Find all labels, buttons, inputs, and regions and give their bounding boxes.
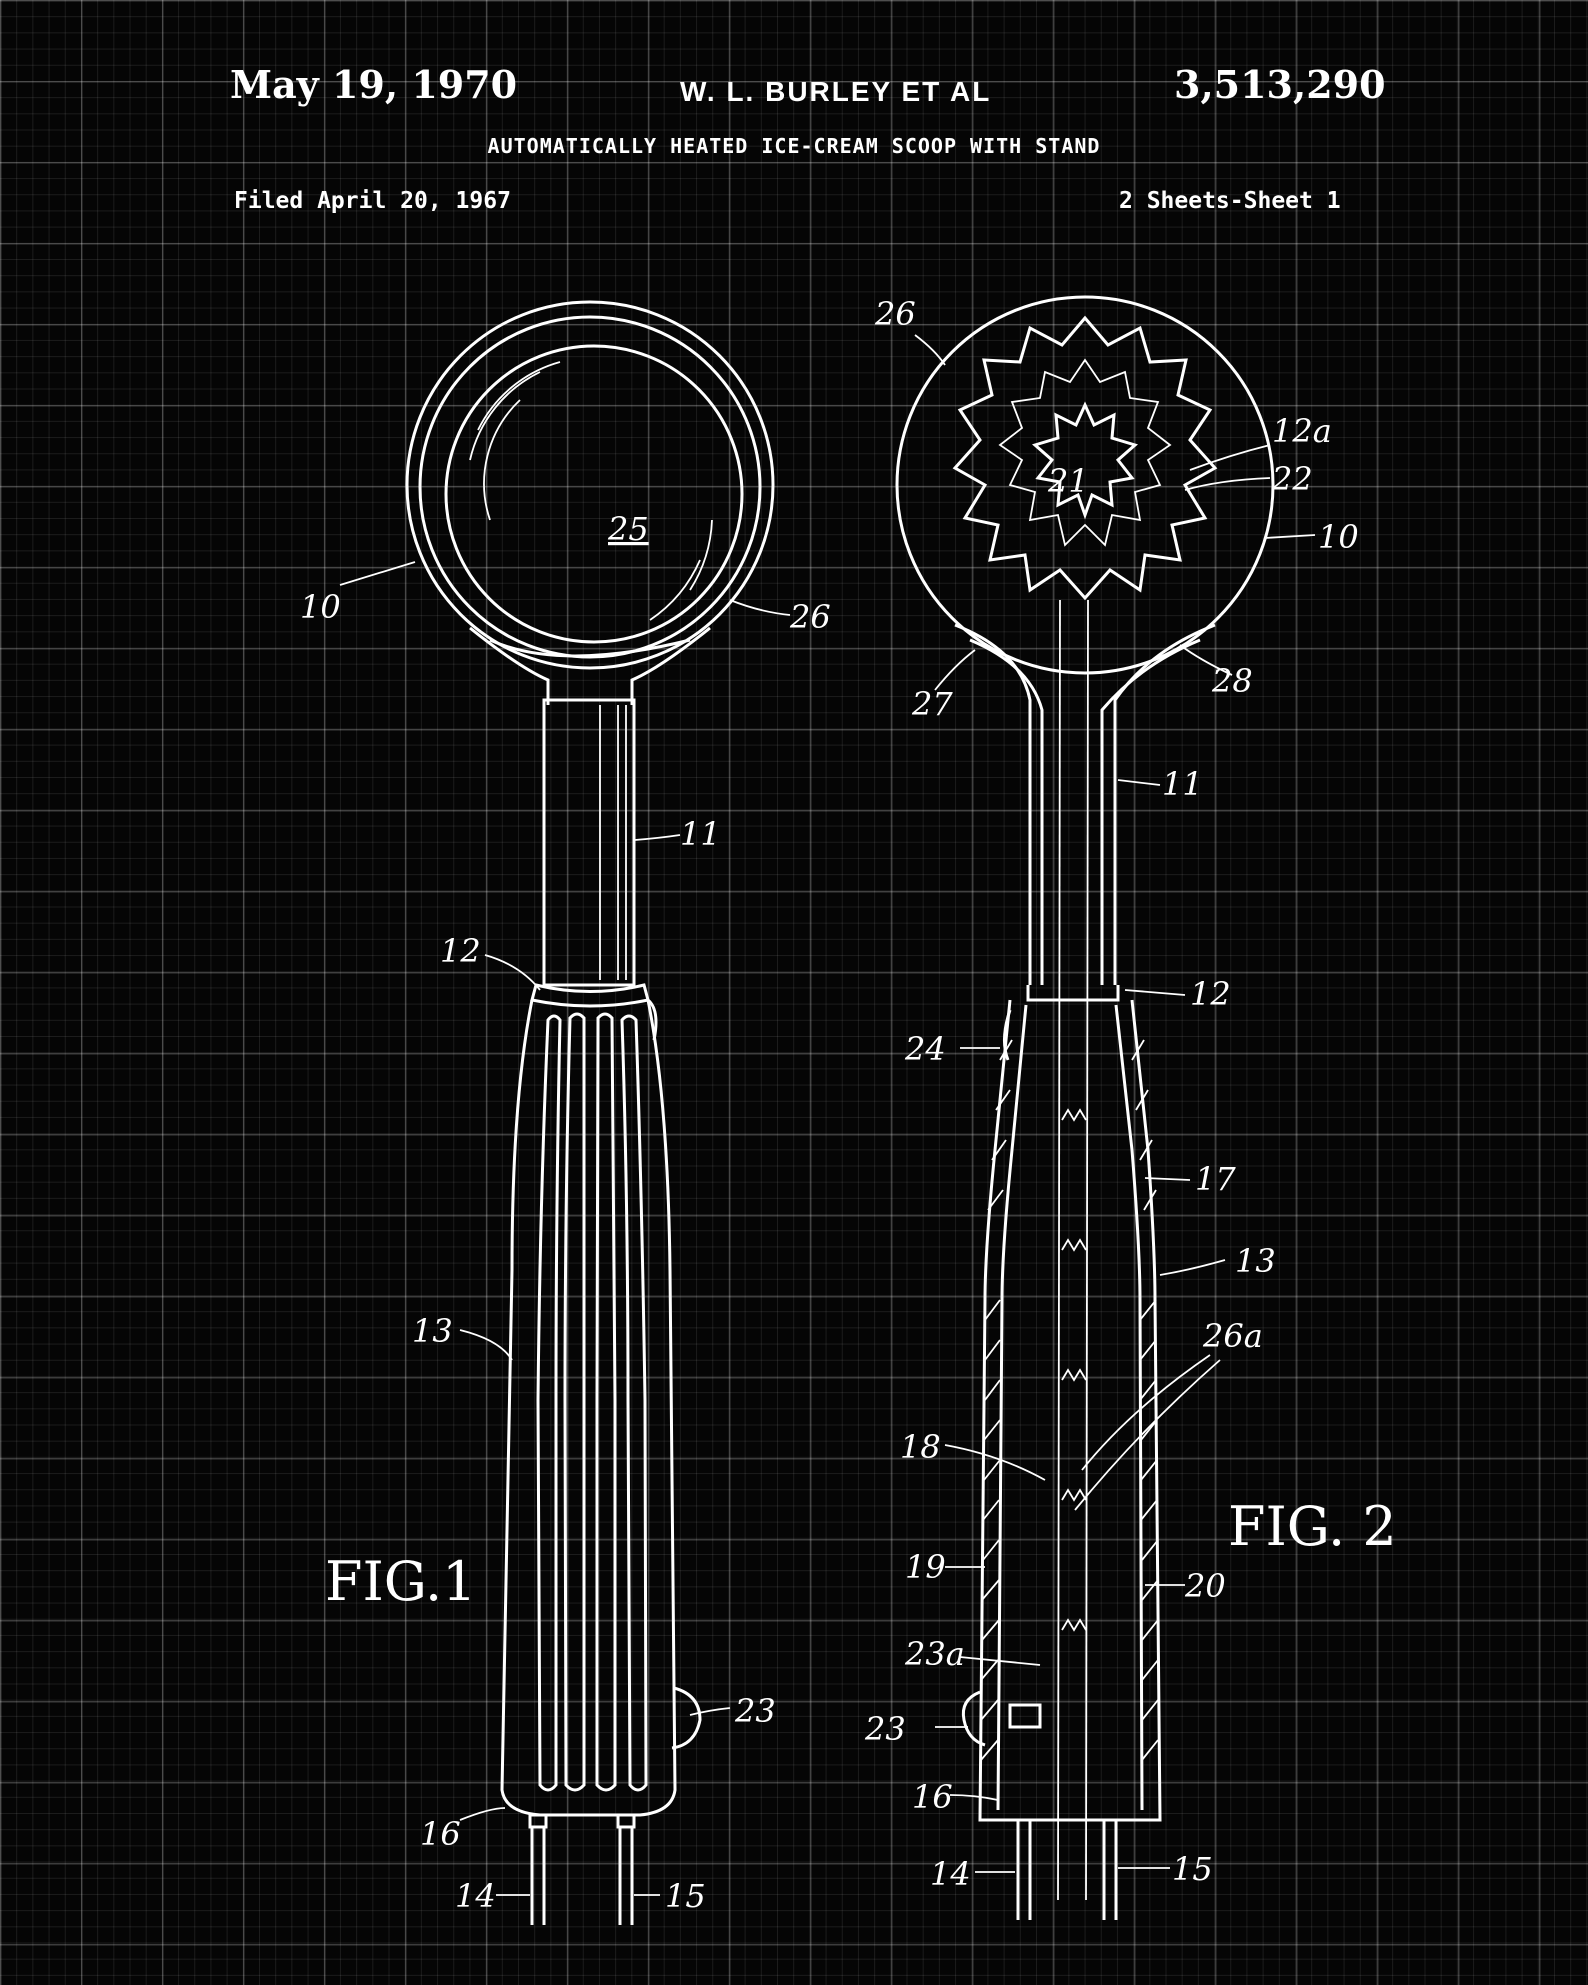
fig2-ref-12a: 12a bbox=[1272, 412, 1332, 450]
fig2-ref-21: 21 bbox=[1047, 462, 1089, 500]
fig2-ref-14: 14 bbox=[930, 1855, 971, 1893]
fig1-ref-23: 23 bbox=[734, 1692, 776, 1730]
fig2-ref-20: 20 bbox=[1184, 1567, 1226, 1605]
fig2-ref-18: 18 bbox=[900, 1428, 941, 1466]
fig1-ref-16: 16 bbox=[420, 1815, 461, 1853]
fig1-ref-15: 15 bbox=[665, 1877, 706, 1915]
fig1-label: FIG.1 bbox=[325, 1550, 477, 1613]
fig2-ref-19: 19 bbox=[905, 1548, 946, 1586]
fig2-inner-zigzag bbox=[1031, 401, 1139, 520]
fig1-ref-25: 25 bbox=[607, 510, 649, 548]
fig2-ref-16: 16 bbox=[912, 1778, 953, 1816]
fig1-bowl-rim-inner bbox=[418, 315, 762, 659]
inventor-name: W. L. BURLEY ET AL bbox=[680, 76, 992, 107]
fig2-ref-11: 11 bbox=[1162, 765, 1203, 803]
fig2-switch-23 bbox=[1008, 1703, 1042, 1729]
patent-title: AUTOMATICALLY HEATED ICE-CREAM SCOOP WIT… bbox=[487, 134, 1101, 158]
fig1-ref-14: 14 bbox=[455, 1877, 496, 1915]
fig2-ref-17: 17 bbox=[1195, 1160, 1236, 1198]
fig1-handle bbox=[500, 999, 677, 1817]
filed-date: Filed April 20, 1967 bbox=[234, 188, 511, 214]
fig2-ref-15: 15 bbox=[1172, 1850, 1213, 1888]
fig1-switch-23 bbox=[671, 1686, 702, 1750]
fig2-ref-13: 13 bbox=[1235, 1242, 1276, 1280]
fig2-ref-23a: 23a bbox=[904, 1635, 965, 1673]
issue-date: May 19, 1970 bbox=[230, 62, 518, 107]
fig2-ref-12: 12 bbox=[1190, 975, 1231, 1013]
fig1-bowl-cavity bbox=[444, 344, 744, 644]
fig2-ref-28: 28 bbox=[1211, 662, 1253, 700]
fig2-ref-26: 26 bbox=[874, 295, 916, 333]
fig2-ref-10: 10 bbox=[1318, 518, 1359, 556]
fig2-ref-24: 24 bbox=[904, 1030, 946, 1068]
fig2-ref-27: 27 bbox=[911, 685, 953, 723]
fig2-ref-22: 22 bbox=[1271, 460, 1313, 498]
fig1-ref-12: 12 bbox=[440, 932, 481, 970]
fig2-ref-23: 23 bbox=[864, 1710, 906, 1748]
sheet-number: 2 Sheets-Sheet 1 bbox=[1119, 188, 1341, 214]
fig2-scoop-section: 26 12a 21 22 10 27 28 11 12 24 17 13 26a… bbox=[864, 295, 1397, 1920]
fig2-handle-shell bbox=[978, 999, 1162, 1822]
fig2-bowl-outline bbox=[895, 295, 1275, 675]
fig1-scoop-exterior: 10 25 26 11 12 13 23 16 14 15 FIG.1 bbox=[300, 300, 831, 1925]
fig2-outer-zigzag bbox=[952, 315, 1218, 601]
fig2-ref-26a: 26a bbox=[1202, 1317, 1263, 1355]
fig1-ref-26: 26 bbox=[789, 598, 831, 636]
patent-number: 3,513,290 bbox=[1174, 62, 1386, 107]
fig1-ref-13: 13 bbox=[412, 1312, 453, 1350]
fig2-label: FIG. 2 bbox=[1228, 1495, 1397, 1558]
fig1-ref-11: 11 bbox=[680, 815, 721, 853]
fig1-bowl-rim-outer bbox=[405, 300, 775, 670]
fig2-wall-hatching bbox=[980, 1039, 1159, 1761]
fig1-collar bbox=[530, 983, 650, 1008]
fig1-shaft bbox=[542, 698, 636, 987]
fig1-ref-10: 10 bbox=[300, 588, 341, 626]
